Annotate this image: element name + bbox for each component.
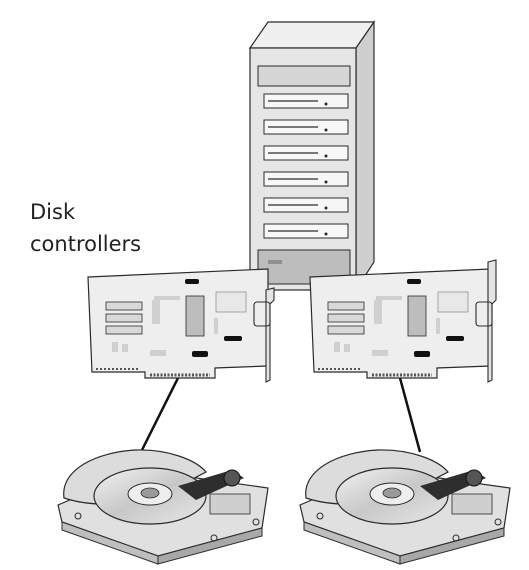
label-line-1: Disk: [30, 200, 76, 224]
label-line-2: controllers: [30, 232, 142, 256]
tower-computer-icon: [248, 20, 376, 293]
disk-controllers-label: Disk controllers: [30, 196, 210, 260]
drive-bays: [263, 93, 349, 239]
cable-2: [398, 377, 422, 453]
disk-controller-card-icon: [309, 259, 497, 383]
cable-1: [140, 377, 180, 451]
disk-controller-card-icon: [87, 268, 275, 383]
hard-drive-icon: [299, 449, 511, 565]
hard-drive-icon: [57, 449, 269, 565]
